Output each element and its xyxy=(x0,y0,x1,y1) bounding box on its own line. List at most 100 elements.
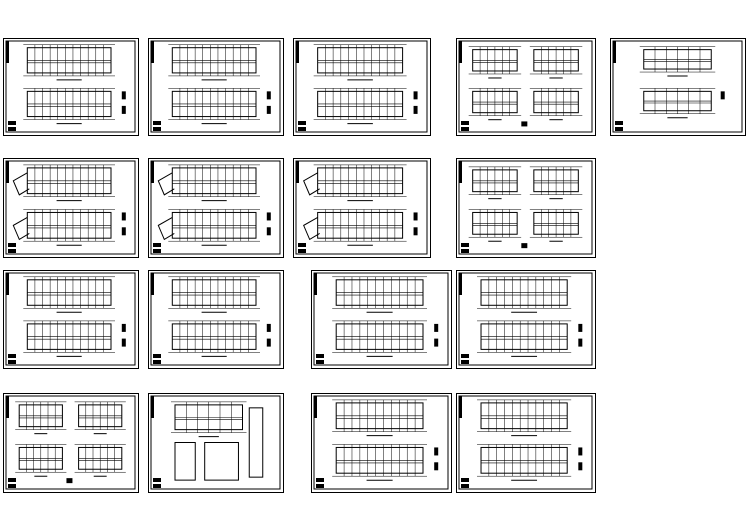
title-block xyxy=(153,354,161,358)
section-symbol xyxy=(413,91,418,100)
sheet-inner-border xyxy=(313,272,449,366)
detail-drawing xyxy=(204,442,239,481)
floor-plan xyxy=(332,320,427,357)
section-symbol xyxy=(266,338,271,347)
section-symbol xyxy=(121,338,126,347)
title-block xyxy=(8,249,16,253)
title-block xyxy=(153,484,161,488)
drawing-sheet xyxy=(148,393,284,493)
floor-plan xyxy=(313,44,407,81)
floor-plan xyxy=(468,88,522,121)
floor-plan xyxy=(23,44,115,81)
sheet-border xyxy=(148,270,284,369)
floor-plan xyxy=(168,209,260,246)
sheet-border xyxy=(293,158,431,258)
title-block xyxy=(153,121,161,125)
floor-plan xyxy=(23,88,115,125)
drawing-sheet xyxy=(148,38,284,136)
title-strip xyxy=(459,41,462,63)
sheet-border xyxy=(293,38,431,136)
section-symbol xyxy=(521,121,528,127)
title-strip xyxy=(6,396,9,418)
title-strip xyxy=(459,273,462,295)
sheet-inner-border xyxy=(5,160,136,255)
floor-plan xyxy=(168,276,260,313)
drawing-sheet xyxy=(148,270,284,369)
sheet-border xyxy=(148,393,284,493)
floor-plan xyxy=(529,88,583,121)
title-strip xyxy=(296,41,299,63)
section-symbol xyxy=(578,447,583,456)
title-block xyxy=(316,484,324,488)
title-block xyxy=(153,127,161,131)
title-block xyxy=(316,354,324,358)
drawing-sheet xyxy=(456,270,596,369)
section-symbol xyxy=(266,323,271,332)
drawing-sheet xyxy=(456,158,596,258)
floor-plan xyxy=(15,444,67,477)
title-strip xyxy=(613,41,616,63)
sheet-inner-border xyxy=(150,395,281,490)
angled-wing xyxy=(12,216,30,241)
sheet-border xyxy=(311,270,452,369)
drawing-sheet xyxy=(456,38,596,136)
sheet-border xyxy=(3,158,139,258)
title-strip xyxy=(6,161,9,183)
sheet-border xyxy=(610,38,746,136)
title-block xyxy=(461,127,469,131)
title-strip xyxy=(6,41,9,63)
drawing-sheet xyxy=(293,38,431,136)
section-symbol xyxy=(434,447,439,456)
floor-plan xyxy=(313,164,407,202)
section-symbol xyxy=(121,105,126,114)
section-symbol xyxy=(266,227,271,236)
floor-plan xyxy=(74,444,126,477)
sheet-inner-border xyxy=(313,395,449,490)
title-block xyxy=(461,354,469,358)
title-strip xyxy=(151,161,154,183)
title-block xyxy=(153,360,161,364)
floor-plan xyxy=(477,444,572,481)
drawing-sheet xyxy=(3,38,139,136)
title-strip xyxy=(459,161,462,183)
drawing-sheet xyxy=(311,270,452,369)
sheet-border xyxy=(3,393,139,493)
section-symbol xyxy=(578,462,583,471)
drawing-sheet xyxy=(456,393,596,493)
drawing-sheet xyxy=(3,270,139,369)
floor-plan xyxy=(23,276,115,313)
title-strip xyxy=(296,161,299,183)
floor-plan xyxy=(468,166,522,200)
title-block xyxy=(8,360,16,364)
title-block xyxy=(153,249,161,253)
angled-wing xyxy=(157,172,175,196)
floor-plan xyxy=(168,44,260,81)
title-strip xyxy=(6,273,9,295)
section-symbol xyxy=(413,227,418,236)
title-block xyxy=(461,484,469,488)
section-symbol xyxy=(121,227,126,236)
title-strip xyxy=(314,396,317,418)
sheet-border xyxy=(456,158,596,258)
title-block xyxy=(298,121,306,125)
angled-wing xyxy=(303,216,320,241)
sheet-inner-border xyxy=(458,395,593,490)
title-block xyxy=(8,243,16,247)
floor-plan xyxy=(23,209,115,246)
floor-plan xyxy=(168,164,260,202)
floor-plan xyxy=(468,209,522,242)
title-strip xyxy=(314,273,317,295)
floor-plan xyxy=(468,46,522,79)
title-block xyxy=(461,478,469,482)
sheet-inner-border xyxy=(458,160,593,255)
section-symbol xyxy=(121,323,126,332)
section-symbol xyxy=(121,212,126,221)
title-block xyxy=(316,360,324,364)
sheet-inner-border xyxy=(5,272,136,366)
angled-wing xyxy=(303,172,320,196)
floor-plan xyxy=(529,46,583,79)
section-symbol xyxy=(434,323,439,332)
sheet-inner-border xyxy=(458,40,593,133)
floor-plan xyxy=(168,88,260,125)
title-block xyxy=(8,127,16,131)
